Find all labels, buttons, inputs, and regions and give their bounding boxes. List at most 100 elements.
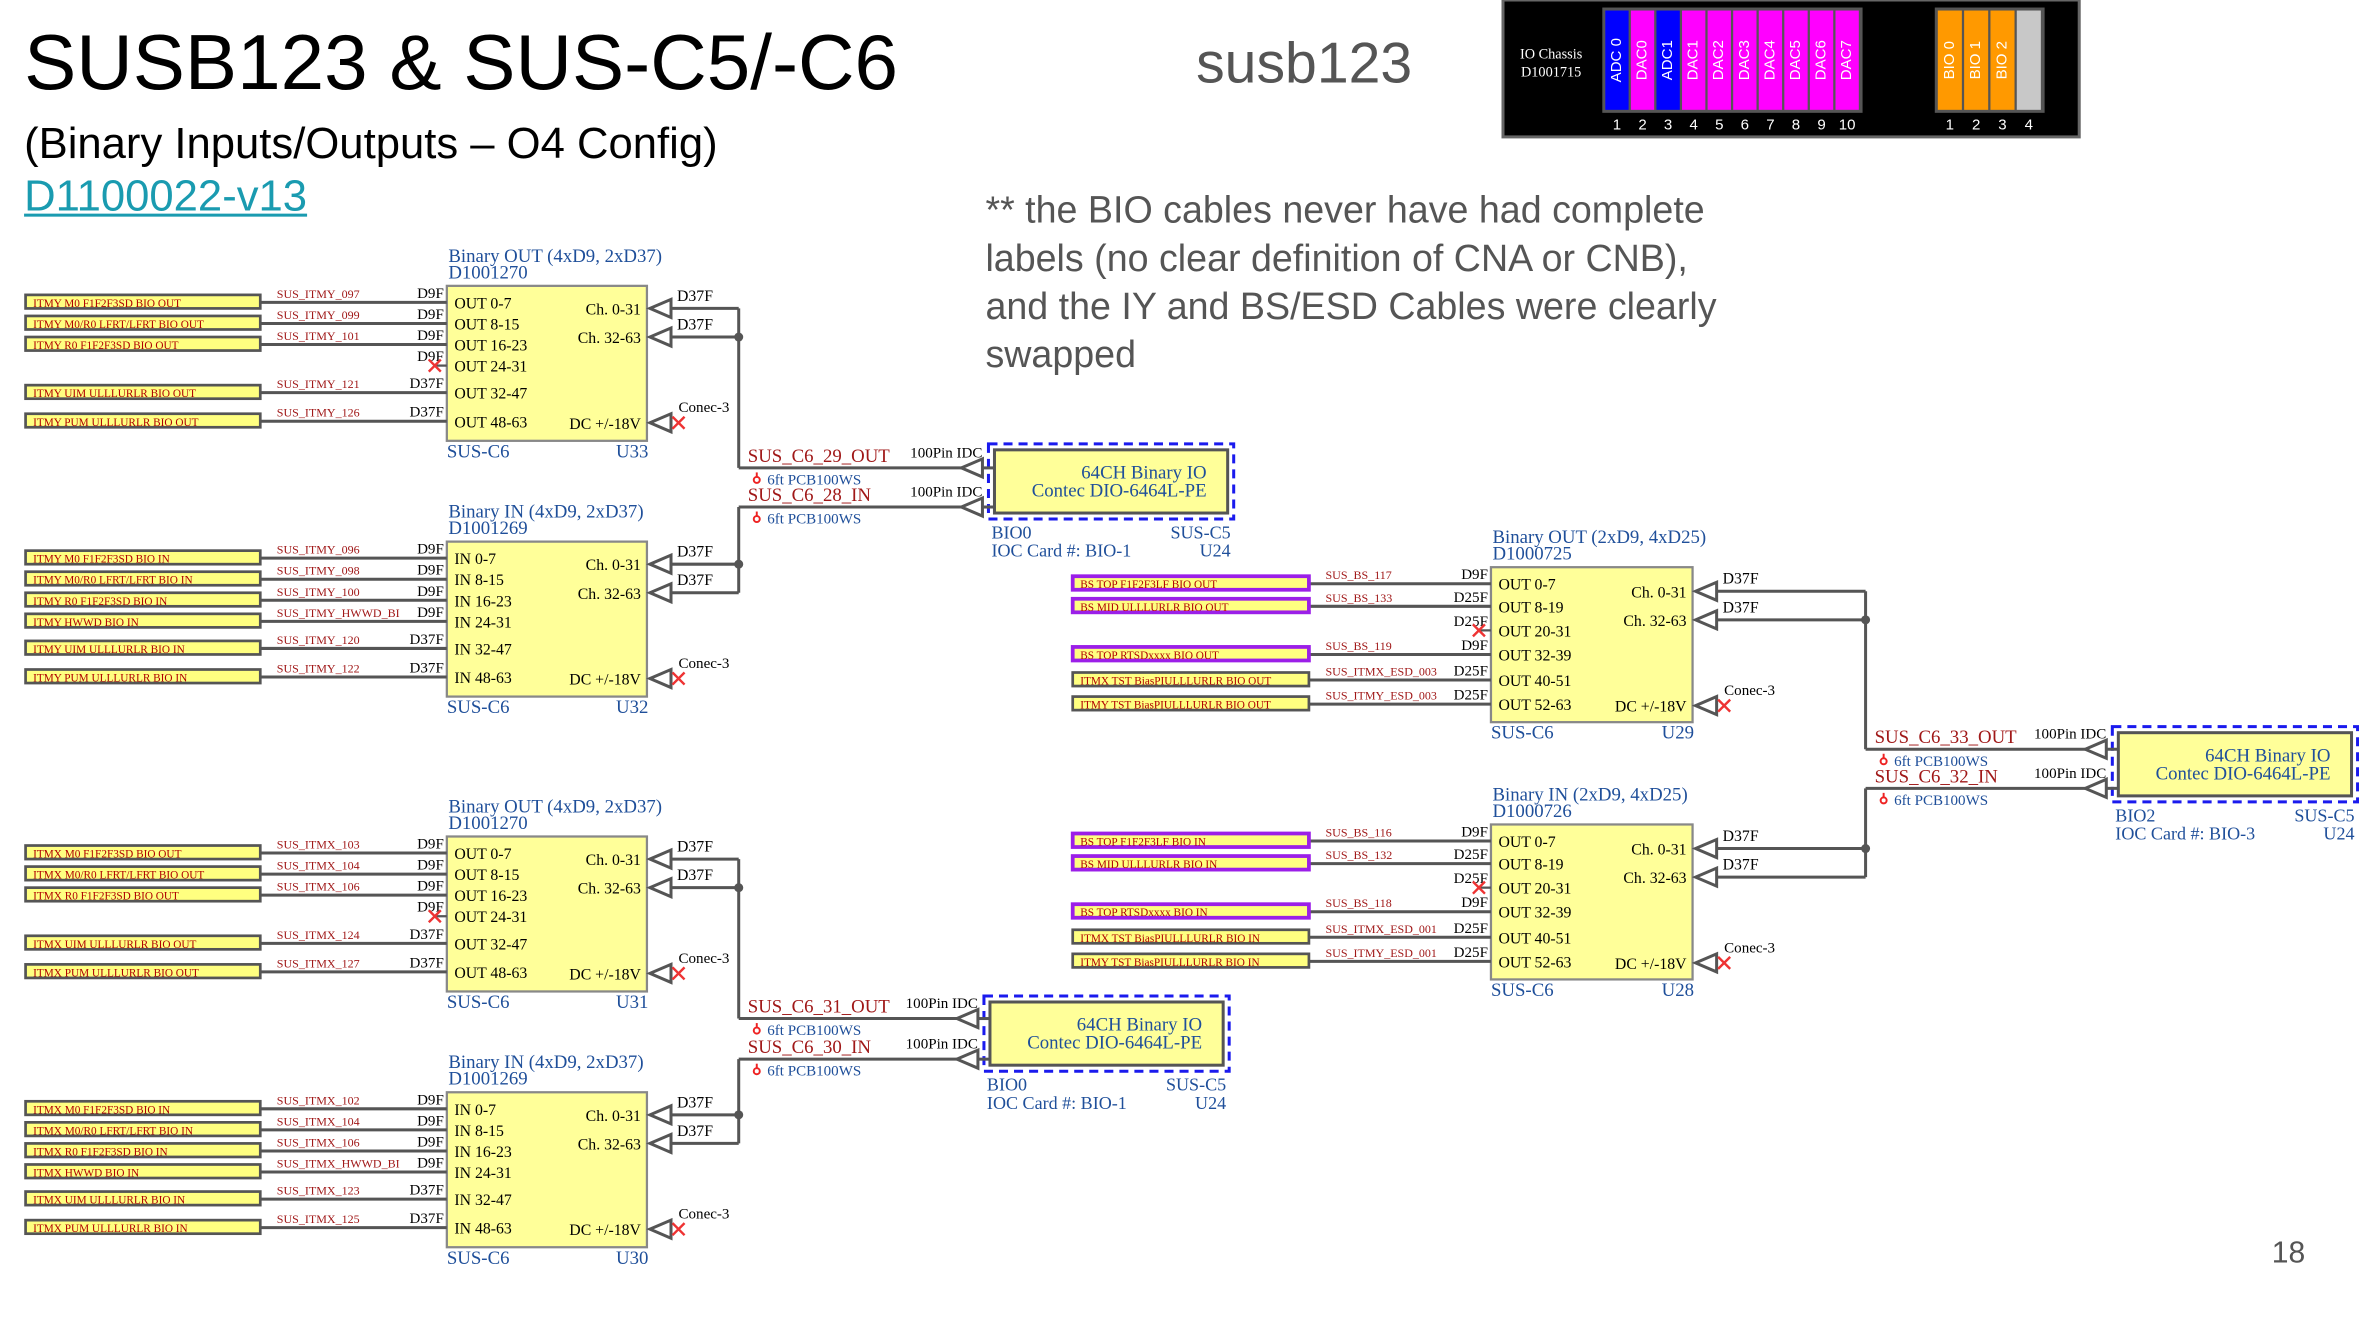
power-label: DC +/-18V [569,966,641,983]
cable-label: 6ft PCB100WS [767,1064,861,1080]
signal-label-box[interactable] [24,335,262,352]
cable-marker-icon [1879,796,1888,805]
signal-label-box[interactable] [24,639,262,656]
signal-label-box[interactable] [24,1099,262,1117]
signal-label-box[interactable] [24,1142,262,1159]
slot-number: 10 [1839,116,1856,133]
power-connector-label: Conec-3 [679,1207,730,1223]
signal-label: ITMX PUM ULLLURLR BIO IN [33,1223,188,1235]
signal-label-box[interactable] [24,383,262,401]
note-line: ** the BIO cables never have had complet… [985,189,1705,232]
block-uid: U33 [616,441,648,462]
block-title: Binary IN (2xD9, 4xD25) [1492,784,1687,805]
connector-arrow-icon [646,297,673,320]
signal-label-box[interactable] [24,1163,262,1180]
card-title: 64CH Binary IO [2205,745,2330,766]
connector-type: D25F [1454,614,1488,630]
pin-label: IN 16-23 [454,1144,512,1161]
signal-label-box[interactable] [1071,952,1311,969]
slot-label: DAC2 [1710,40,1727,80]
net-label: SUS_ITMY_126 [277,406,360,420]
signal-label-box[interactable] [24,865,262,882]
signal-label: ITMY HWWD BIO IN [33,617,139,629]
signal-label-box[interactable] [1071,928,1311,945]
net-label: SUS_ITMX_ESD_001 [1325,922,1437,936]
connector-type: D9F [417,307,444,323]
signal-label-box[interactable] [24,886,262,903]
chassis-slot [1707,10,1731,110]
signal-label-box[interactable] [24,1121,262,1138]
pin-label: OUT 8-15 [454,867,519,884]
signal-label: BS MID ULLLURLR BIO IN [1080,859,1217,871]
pin-label: OUT 20-31 [1498,623,1571,640]
signal-label: BS TOP RTSDxxxx BIO OUT [1080,650,1219,662]
signal-label-box[interactable] [1071,695,1311,712]
pin-label: IN 8-15 [454,572,504,589]
signal-label-box[interactable] [1070,574,1311,592]
power-label: DC +/-18V [1615,699,1687,716]
signal-label-box[interactable] [24,668,262,685]
signal-label-box[interactable] [24,844,262,861]
cable-marker-icon [752,1067,761,1076]
signal-label: ITMX TST BiasPIULLLURLR BIO OUT [1080,676,1271,688]
signal-label-box[interactable] [24,963,262,980]
net-label: SUS_ITMY_098 [277,564,360,578]
connector-type: D37F [677,839,713,856]
connector-arrow-icon [646,1132,673,1155]
signal-label-box[interactable] [24,314,262,331]
connector-type: D9F [1461,895,1488,911]
signal-label-box[interactable] [24,293,262,310]
slot-number: 1 [1613,116,1621,133]
slot-label: ADC1 [1659,40,1676,80]
connector-arrow-icon [646,325,673,349]
signal-label-box[interactable] [24,934,262,951]
chassis-label: IO Chassis [1520,47,1583,63]
chassis-slot [1682,10,1706,110]
signal-label-box[interactable] [24,412,262,429]
document-link[interactable]: D1100022-v13 [24,173,308,222]
signal-label-box[interactable] [24,1190,262,1207]
pin-label: OUT 20-31 [1498,881,1571,898]
note-line: swapped [985,333,1137,377]
signal-label-box[interactable] [24,570,262,587]
signal-label-box[interactable] [1071,671,1311,688]
note-line: labels (no clear definition of CNA or CN… [985,237,1688,280]
block-ref: SUS-C6 [447,992,510,1013]
signal-label-box[interactable] [1070,596,1311,615]
block-box [445,835,649,993]
connector-type: D9F [417,858,444,874]
connector-type: D37F [410,955,444,971]
junction-dot [734,883,744,893]
connector-type: D25F [1454,664,1488,680]
page-number: 18 [2271,1236,2306,1270]
chassis-slot [1937,10,1962,110]
connector-type: D25F [1454,847,1488,863]
block-ref: SUS-C6 [447,441,510,462]
signal-label-box[interactable] [24,1218,262,1236]
net-label: SUS_ITMX_ESD_003 [1325,665,1437,679]
card-model: Contec DIO-6464L-PE [1032,480,1207,501]
connector-arrow-icon [2081,737,2108,761]
signal-label: ITMX M0/R0 LFRT/LFRT BIO IN [33,1125,193,1137]
chassis-slot [1605,10,1629,110]
slot-number: 3 [1998,116,2006,133]
signal-label-box[interactable] [24,549,262,566]
signal-label-box[interactable] [24,591,262,608]
signal-label-box[interactable] [1070,831,1311,849]
connector-arrow-icon [646,962,673,985]
signal-label-box[interactable] [1070,854,1311,872]
signal-label-box[interactable] [24,612,262,629]
signal-label-box[interactable] [1070,902,1311,920]
signal-label-box[interactable] [1070,645,1311,663]
net-label: SUS_ITMX_124 [277,928,360,942]
